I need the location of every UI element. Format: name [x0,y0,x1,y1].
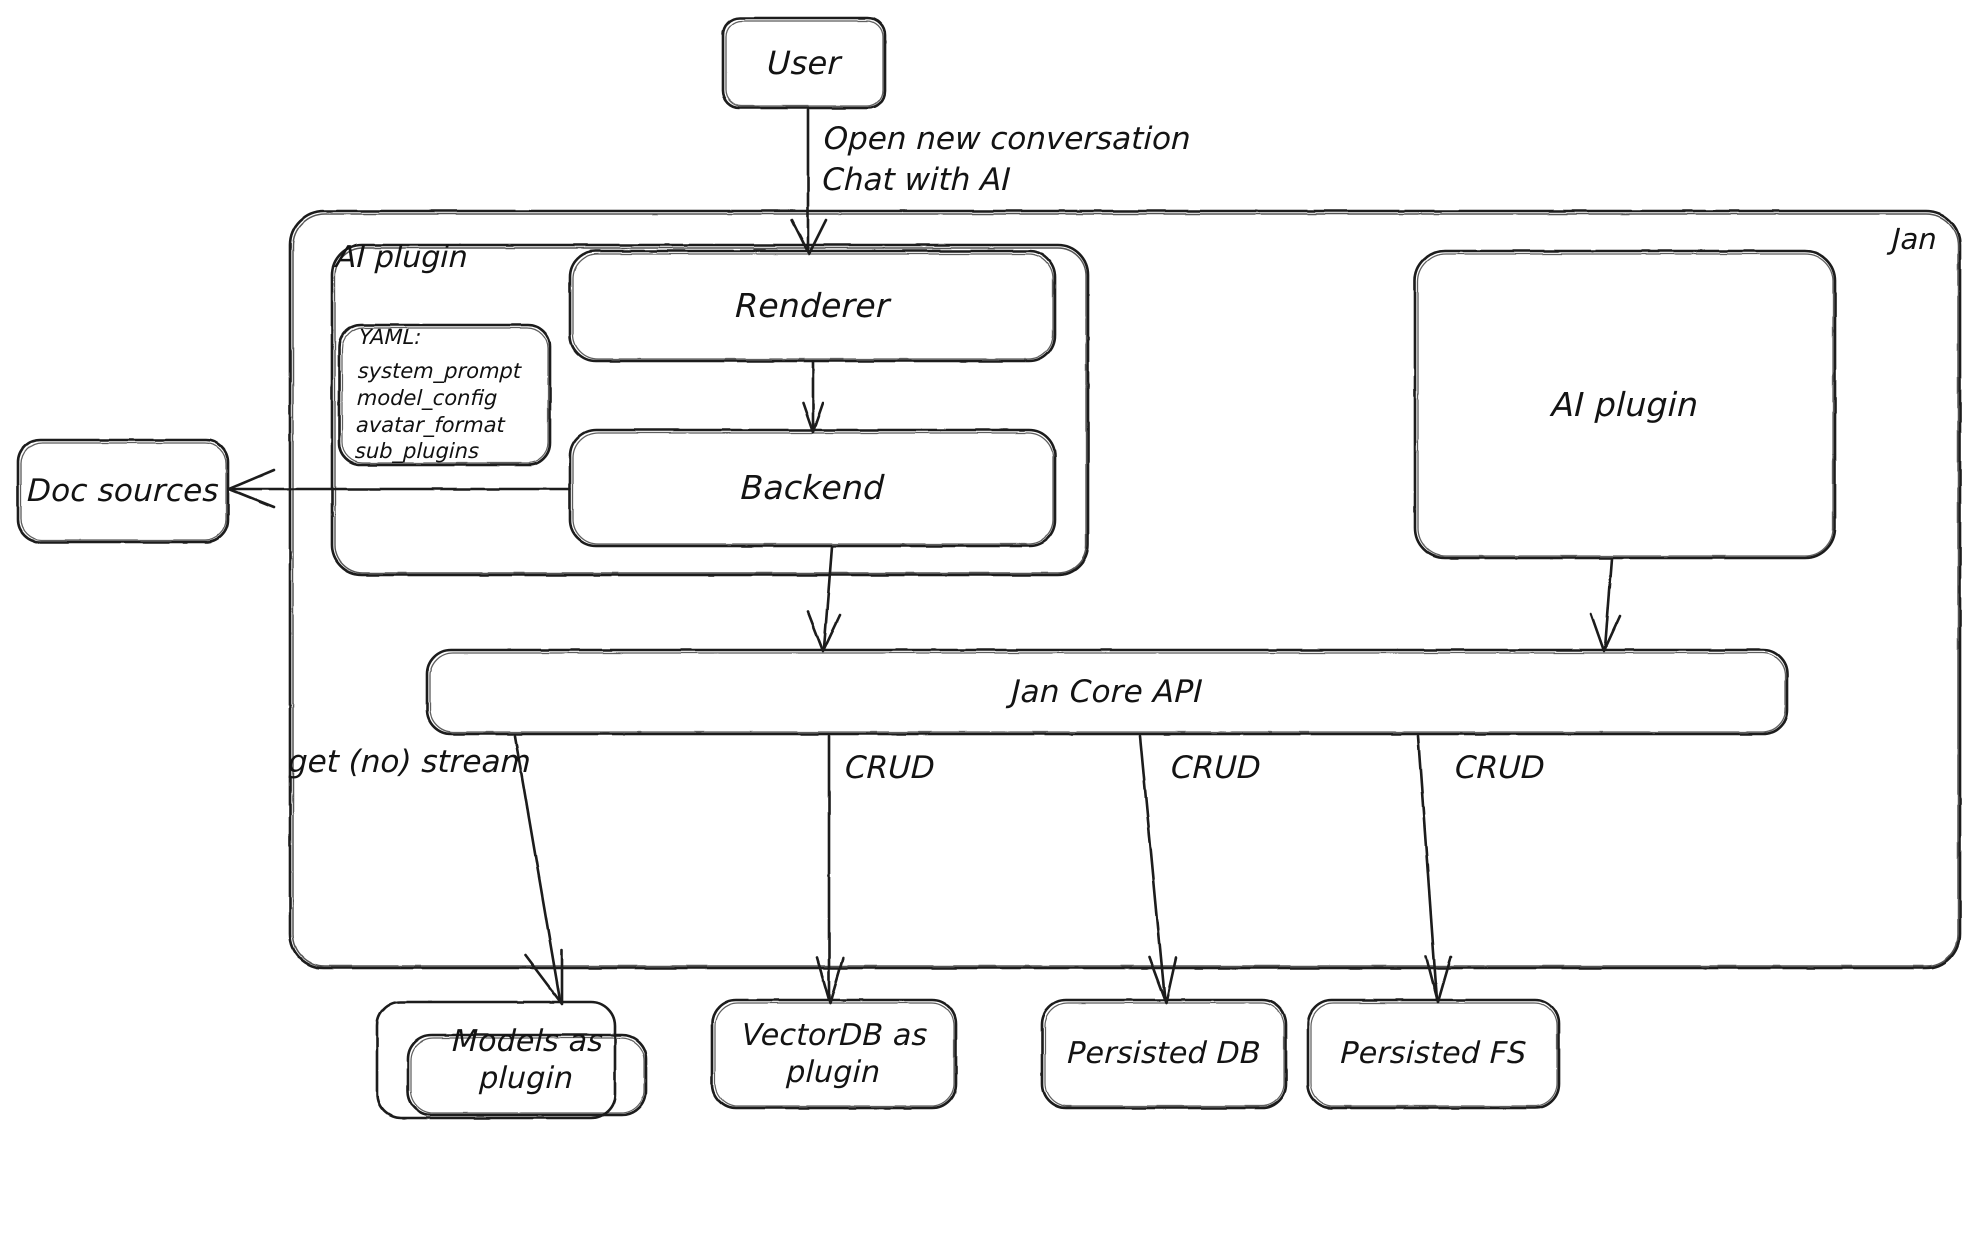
yaml-card-item-model-config: model_config [356,385,498,410]
edge-core-to-vectordb [815,734,845,1005]
node-border-user [721,16,887,110]
node-border-jan-core-api [425,648,1789,736]
edge-backend-to-doc-sources [227,468,572,509]
node-border-ai-plugin-right [1413,249,1837,560]
node-jan-core-api-label: Jan Core API [1010,673,1204,710]
edge-ai-plugin-to-core [1589,557,1622,653]
node-doc-sources[interactable]: Doc sources [16,440,230,542]
node-renderer-label: Renderer [734,286,891,326]
node-jan-core-api[interactable]: Jan Core API [426,650,1789,734]
yaml-card-heading: YAML: [358,324,422,349]
node-backend[interactable]: Backend [568,430,1057,546]
edge-core-to-persisted-fs [1416,734,1453,1004]
edge-core-to-models [513,734,564,1006]
yaml-card-item-sub-plugins: sub_plugins [354,439,480,464]
group-jan-border [288,209,1962,970]
edge-label-crud-persisted-db: CRUD [1170,750,1262,786]
edge-label-crud-vectordb: CRUD [844,750,936,786]
edge-core-to-persisted-db [1138,734,1178,1005]
node-border-doc-sources [16,438,230,544]
node-border-vectordb-as-plugin [710,998,958,1110]
edge-backend-to-core [806,545,842,653]
node-ai-plugin[interactable]: AI plugin [1410,251,1841,558]
node-vectordb-as-plugin[interactable]: VectorDB as plugin [710,1000,958,1108]
node-persisted-fs[interactable]: Persisted FS [1306,1000,1561,1108]
node-user[interactable]: User [721,18,886,108]
node-border-models-as-plugin [406,1033,648,1117]
node-backend-label: Backend [739,468,886,508]
yaml-card[interactable]: YAML: system_prompt model_config avatar_… [337,325,553,465]
node-border-persisted-fs [1306,998,1561,1110]
group-ai-plugin-border [330,243,1090,577]
node-border-models-as-plugin-back [375,1000,617,1120]
edge-renderer-to-backend [801,360,825,434]
node-border-yaml-card [337,323,552,467]
yaml-card-item-avatar-format: avatar_format [355,412,506,437]
node-persisted-db[interactable]: Persisted DB [1040,1000,1288,1108]
node-models-as-plugin-label: Models as plugin [451,1023,604,1097]
group-label-jan: Jan [1891,222,1938,256]
edge-label-crud-persisted-fs: CRUD [1454,750,1546,786]
edge-label-user-to-renderer: Open new conversation Chat with AI [821,121,1192,198]
group-label-ai-plugin: AI plugin [335,240,469,275]
edge-user-to-renderer [790,108,828,256]
node-ai-plugin-label: AI plugin [1550,384,1700,424]
node-user-label: User [766,44,842,82]
node-persisted-db-label: Persisted DB [1066,1036,1262,1072]
node-vectordb-as-plugin-label: VectorDB as plugin [741,1017,929,1091]
yaml-card-item-system-prompt: system_prompt [357,358,522,383]
edge-label-get-no-stream: get (no) stream [287,744,532,780]
node-doc-sources-label: Doc sources [26,472,220,509]
node-renderer[interactable]: Renderer [568,251,1057,361]
node-models-as-plugin[interactable]: Models as plugin [406,1002,648,1118]
node-persisted-fs-label: Persisted FS [1339,1036,1528,1072]
